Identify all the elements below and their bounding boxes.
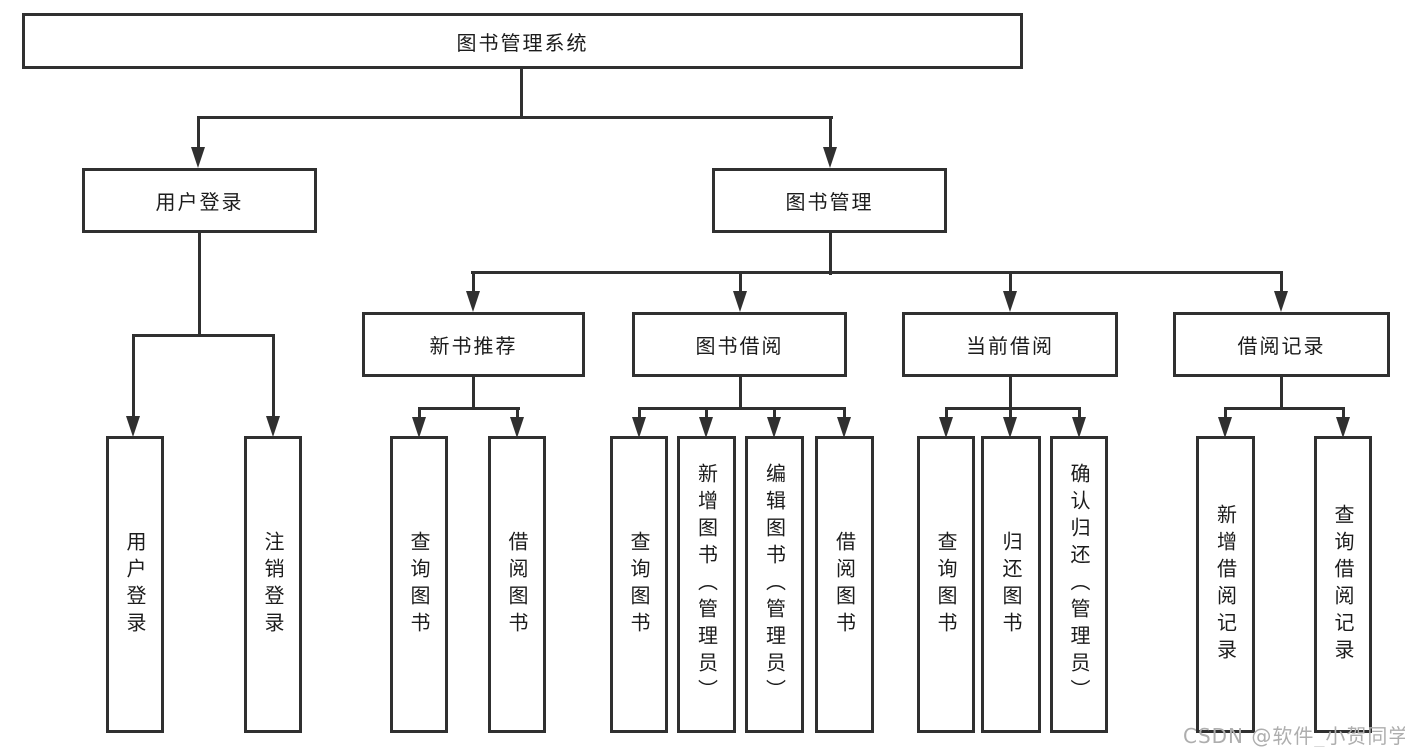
leaf-edit-books-admin: 编辑图书（管理员） bbox=[745, 436, 804, 733]
connector-line bbox=[132, 334, 135, 417]
node-user-login: 用户登录 bbox=[82, 168, 317, 233]
connector-line bbox=[1280, 377, 1283, 410]
leaf-borrow-books: 借阅图书 bbox=[815, 436, 874, 733]
leaf-query-books-current: 查询图书 bbox=[917, 436, 975, 733]
connector-line bbox=[1009, 271, 1012, 293]
leaf-query-books-recommend: 查询图书 bbox=[390, 436, 448, 733]
leaf-borrow-books-recommend: 借阅图书 bbox=[488, 436, 546, 733]
connector-line bbox=[516, 407, 519, 418]
connector-line bbox=[773, 407, 776, 418]
arrowhead-down-icon bbox=[823, 147, 837, 168]
leaf-query-borrow-record: 查询借阅记录 bbox=[1314, 436, 1372, 733]
connector-line bbox=[1009, 377, 1012, 410]
node-current-borrowing: 当前借阅 bbox=[902, 312, 1118, 377]
connector-line bbox=[1224, 407, 1345, 410]
leaf-logout: 注销登录 bbox=[244, 436, 302, 733]
connector-line bbox=[471, 271, 1283, 274]
arrowhead-down-icon bbox=[632, 417, 646, 438]
arrowhead-down-icon bbox=[266, 416, 280, 437]
arrowhead-down-icon bbox=[767, 417, 781, 438]
node-library-management-system: 图书管理系统 bbox=[22, 13, 1023, 69]
connector-line bbox=[1280, 271, 1283, 293]
arrowhead-down-icon bbox=[1072, 417, 1086, 438]
node-borrowing-records: 借阅记录 bbox=[1173, 312, 1390, 377]
connector-line bbox=[197, 116, 200, 149]
connector-line bbox=[829, 233, 832, 275]
arrowhead-down-icon bbox=[466, 291, 480, 312]
connector-line bbox=[945, 407, 1081, 410]
connector-line bbox=[418, 407, 421, 418]
connector-line bbox=[829, 116, 832, 149]
connector-line bbox=[197, 116, 833, 119]
connector-line bbox=[272, 334, 275, 417]
csdn-watermark: CSDN @软件_小贺同学 bbox=[1183, 724, 1405, 747]
connector-line bbox=[638, 407, 641, 418]
connector-line bbox=[198, 233, 201, 337]
arrowhead-down-icon bbox=[510, 417, 524, 438]
arrowhead-down-icon bbox=[1274, 291, 1288, 312]
arrowhead-down-icon bbox=[733, 291, 747, 312]
connector-line bbox=[638, 407, 846, 410]
connector-line bbox=[1342, 407, 1345, 418]
connector-line bbox=[1009, 407, 1012, 418]
arrowhead-down-icon bbox=[939, 417, 953, 438]
connector-line bbox=[472, 377, 475, 410]
arrowhead-down-icon bbox=[837, 417, 851, 438]
arrowhead-down-icon bbox=[699, 417, 713, 438]
connector-line bbox=[472, 271, 475, 293]
connector-line bbox=[739, 377, 742, 410]
node-book-borrowing: 图书借阅 bbox=[632, 312, 847, 377]
leaf-query-books-borrowing: 查询图书 bbox=[610, 436, 668, 733]
connector-line bbox=[945, 407, 948, 418]
connector-line bbox=[132, 334, 275, 337]
arrowhead-down-icon bbox=[191, 147, 205, 168]
leaf-add-books-admin: 新增图书（管理员） bbox=[677, 436, 736, 733]
connector-line bbox=[520, 66, 523, 119]
arrowhead-down-icon bbox=[1003, 417, 1017, 438]
leaf-add-borrow-record: 新增借阅记录 bbox=[1196, 436, 1255, 733]
arrowhead-down-icon bbox=[412, 417, 426, 438]
connector-line bbox=[418, 407, 520, 410]
arrowhead-down-icon bbox=[1003, 291, 1017, 312]
leaf-confirm-return-admin: 确认归还（管理员） bbox=[1050, 436, 1108, 733]
connector-line bbox=[705, 407, 708, 418]
connector-line bbox=[1078, 407, 1081, 418]
node-new-book-recommend: 新书推荐 bbox=[362, 312, 585, 377]
connector-line bbox=[739, 271, 742, 293]
connector-line bbox=[1224, 407, 1227, 418]
arrowhead-down-icon bbox=[1336, 417, 1350, 438]
connector-line bbox=[843, 407, 846, 418]
leaf-user-login: 用户登录 bbox=[106, 436, 164, 733]
node-book-management: 图书管理 bbox=[712, 168, 947, 233]
leaf-return-books: 归还图书 bbox=[981, 436, 1041, 733]
arrowhead-down-icon bbox=[1218, 417, 1232, 438]
arrowhead-down-icon bbox=[126, 416, 140, 437]
